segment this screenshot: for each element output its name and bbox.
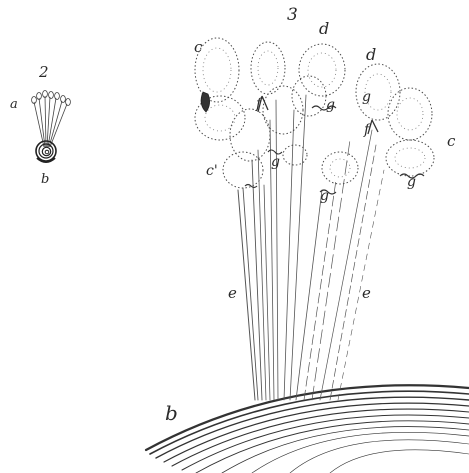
stippled-heads	[195, 38, 434, 188]
figure-2: 2 a b	[10, 63, 70, 187]
label-c-right: c	[447, 132, 456, 150]
head-inner-stipple	[203, 48, 425, 177]
dark-head-accent	[201, 92, 210, 112]
label-g-center: g	[326, 97, 335, 113]
figure-2-number: 2	[38, 63, 49, 81]
figure-2-label-b: b	[41, 172, 49, 187]
figure-2-label-a: a	[10, 97, 18, 112]
label-e-right: e	[362, 284, 371, 302]
figure-3-number: 3	[287, 5, 298, 25]
label-d-top: d	[319, 19, 329, 38]
figure-3: 3	[146, 5, 469, 473]
label-g-mid: g	[320, 188, 329, 204]
label-b-base: b	[165, 401, 178, 425]
label-e-left: e	[228, 284, 237, 302]
stalks	[238, 95, 384, 400]
label-c-prime: c'	[206, 163, 218, 179]
label-c-upper-left: c	[194, 38, 203, 56]
figure-2-shell	[36, 141, 56, 162]
label-g-upper-right: g	[362, 89, 371, 105]
coiled-structures	[245, 106, 424, 194]
label-g-left: g	[271, 154, 280, 170]
label-d-right: d	[366, 45, 376, 64]
substrate-base	[146, 385, 469, 473]
label-g-right: g	[407, 174, 416, 190]
figure-2-heads	[32, 91, 71, 148]
